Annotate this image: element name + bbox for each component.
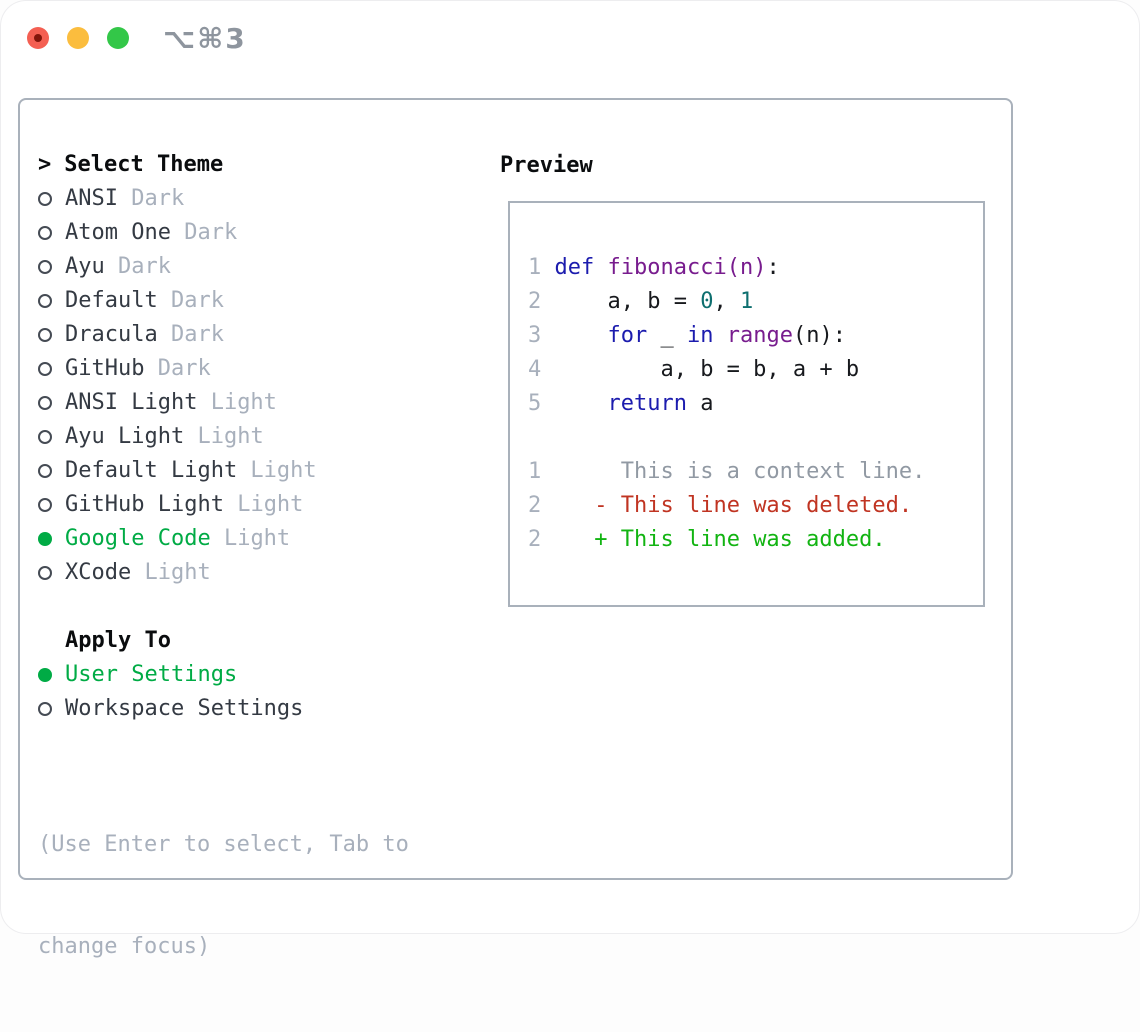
select-theme-title: Select Theme — [64, 152, 224, 177]
apply-to-option[interactable]: User Settings — [38, 658, 409, 692]
theme-option[interactable]: XCode Light — [38, 556, 409, 590]
option-variant-label: Dark — [117, 186, 185, 211]
code-line: 2 - This line was deleted. — [528, 493, 913, 518]
select-theme-header: > Select Theme — [38, 148, 409, 182]
option-variant-label: Light — [237, 458, 317, 483]
theme-option[interactable]: ANSI Dark — [38, 182, 409, 216]
code-line: 1 def fibonacci(n): — [528, 255, 780, 280]
option-label: Ayu Light — [65, 424, 185, 449]
code-line: 5 return a — [528, 391, 714, 416]
help-text-line1: (Use Enter to select, Tab to — [38, 832, 409, 857]
theme-option[interactable]: GitHub Dark — [38, 352, 409, 386]
radio-selected-icon — [38, 668, 52, 682]
option-variant-label: Dark — [104, 254, 171, 279]
close-button[interactable] — [27, 27, 49, 49]
code-line: 3 for _ in range(n): — [528, 323, 846, 348]
option-label: Ayu — [65, 254, 105, 279]
option-label: Dracula — [65, 322, 158, 347]
option-variant-label: Light — [197, 390, 277, 415]
code-line: 2 + This line was added. — [528, 527, 886, 552]
option-label: Google Code — [65, 526, 211, 551]
option-label: GitHub Light — [65, 492, 224, 517]
option-label: Workspace Settings — [65, 696, 304, 721]
option-label: ANSI Light — [65, 390, 198, 415]
radio-unselected-icon — [38, 430, 52, 444]
theme-option[interactable]: Ayu Dark — [38, 250, 409, 284]
theme-option[interactable]: Ayu Light Light — [38, 420, 409, 454]
radio-unselected-icon — [38, 464, 52, 478]
theme-option[interactable]: Atom One Dark — [38, 216, 409, 250]
radio-unselected-icon — [38, 702, 52, 716]
option-label: Atom One — [65, 220, 171, 245]
radio-unselected-icon — [38, 396, 52, 410]
radio-unselected-icon — [38, 260, 52, 274]
apply-to-header: Apply To — [65, 628, 171, 653]
option-variant-label: Light — [184, 424, 264, 449]
option-label: User Settings — [65, 662, 238, 687]
option-variant-label: Dark — [170, 220, 238, 245]
preview-title: Preview — [500, 152, 593, 178]
code-line: 2 a, b = 0, 1 — [528, 289, 754, 314]
code-line — [528, 421, 983, 455]
close-active-dot-icon — [34, 34, 42, 42]
radio-unselected-icon — [38, 294, 52, 308]
theme-option[interactable]: ANSI Light Light — [38, 386, 409, 420]
theme-option[interactable]: Default Dark — [38, 284, 409, 318]
option-variant-label: Light — [131, 560, 211, 585]
apply-to-option[interactable]: Workspace Settings — [38, 692, 409, 726]
option-variant-label: Dark — [157, 322, 224, 347]
help-text: (Use Enter to select, Tab to change focu… — [38, 760, 409, 1032]
radio-unselected-icon — [38, 362, 52, 376]
code-line: 1 This is a context line. — [528, 459, 926, 484]
option-label: Default — [65, 288, 158, 313]
option-label: ANSI — [65, 186, 118, 211]
radio-unselected-icon — [38, 498, 52, 512]
radio-unselected-icon — [38, 328, 52, 342]
theme-option[interactable]: Dracula Dark — [38, 318, 409, 352]
radio-unselected-icon — [38, 226, 52, 240]
zoom-button[interactable] — [107, 27, 129, 49]
radio-unselected-icon — [38, 192, 52, 206]
help-text-line2: change focus) — [38, 934, 211, 959]
code-line: 4 a, b = b, a + b — [528, 357, 860, 382]
theme-option[interactable]: Google Code Light — [38, 522, 409, 556]
radio-selected-icon — [38, 532, 52, 546]
radio-unselected-icon — [38, 566, 52, 580]
titlebar: ⌥⌘3 — [27, 22, 247, 55]
option-variant-label: Dark — [157, 288, 224, 313]
code-lines: 1 def fibonacci(n): 2 a, b = 0, 1 3 for _ … — [510, 203, 983, 557]
option-label: GitHub — [65, 356, 145, 381]
option-variant-label: Light — [223, 492, 304, 517]
option-label: XCode — [65, 560, 132, 585]
theme-option[interactable]: Default Light Light — [38, 454, 409, 488]
selection-caret: > — [38, 152, 52, 177]
option-label: Default Light — [65, 458, 238, 483]
option-variant-label: Dark — [144, 356, 211, 381]
theme-option[interactable]: GitHub Light Light — [38, 488, 409, 522]
minimize-button[interactable] — [67, 27, 89, 49]
window-shortcut-label: ⌥⌘3 — [163, 21, 247, 55]
option-variant-label: Light — [210, 526, 291, 551]
code-preview-box: 1 def fibonacci(n): 2 a, b = 0, 1 3 for _ … — [508, 201, 985, 607]
